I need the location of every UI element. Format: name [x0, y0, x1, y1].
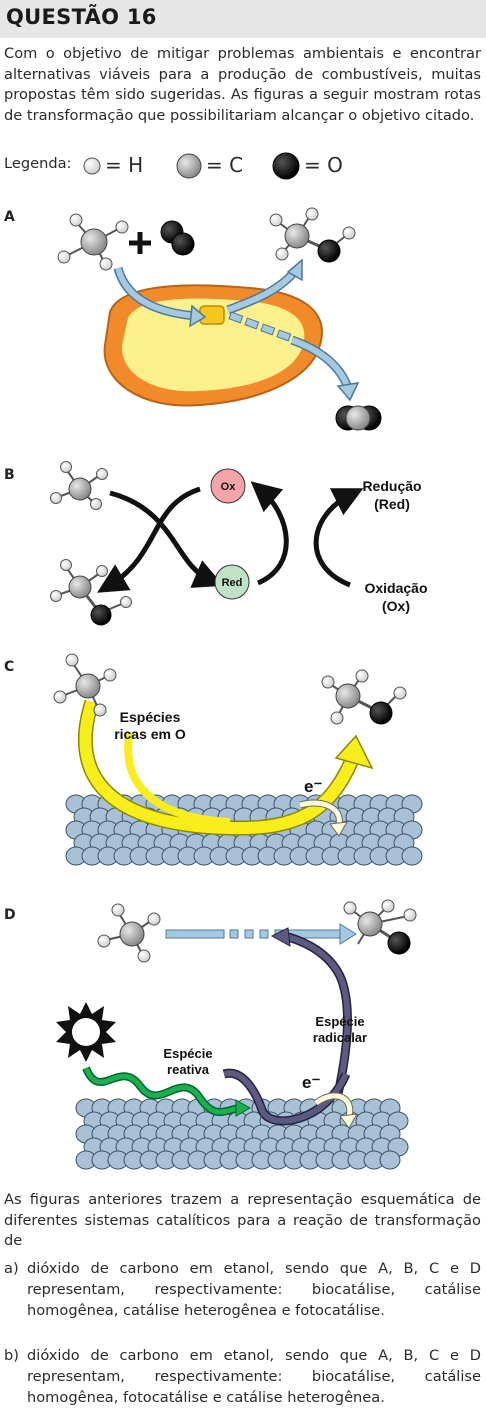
catalyst-surface [75, 1098, 409, 1170]
reactive-species-label: Espécie [163, 1046, 212, 1061]
carbon-atom-icon [176, 153, 202, 179]
co2-molecule-icon [335, 405, 382, 431]
oxidation-arrow [97, 486, 201, 593]
reactant-molecule-icon [50, 461, 108, 510]
reduction-arrow [109, 490, 224, 588]
electron-label: e⁻ [302, 1073, 320, 1092]
conversion-arrow [165, 923, 357, 945]
panel-d-label: D [4, 907, 16, 923]
option-a-marker: a) [4, 1260, 19, 1277]
hydrogen-atom-icon [83, 157, 101, 175]
panel-a-label: A [4, 209, 15, 225]
product-molecule-icon [321, 669, 407, 725]
plus-icon [129, 232, 151, 254]
surface-sphere [401, 846, 423, 866]
oxidacao-label: Oxidação [364, 580, 427, 596]
ox-label: Ox [221, 481, 237, 493]
question-stem: As figuras anteriores trazem a represent… [4, 1191, 481, 1249]
product-molecule-icon [269, 207, 356, 263]
catalyst-reduction-arrow [313, 488, 364, 588]
reactant-molecule-icon [57, 213, 129, 271]
reactant-molecule-icon [97, 903, 161, 963]
product-molecule-icon [50, 559, 132, 626]
product-molecule-icon [343, 899, 417, 955]
question-intro: Com o objetivo de mitigar problemas ambi… [4, 45, 481, 124]
panel-c-label: C [4, 659, 15, 675]
oxygen-atom-icon [272, 152, 300, 180]
legend-h: = H [105, 153, 144, 177]
ox-catalyst-icon [210, 468, 246, 504]
figure-c-heterogeneous: e⁻ Espécies ricas em O [53, 653, 423, 866]
option-b[interactable]: b) dióxido de carbono em etanol, sendo q… [4, 1345, 481, 1408]
oxidacao-abbrev: (Ox) [382, 598, 410, 614]
question-header: QUESTÃO 16 [0, 0, 486, 38]
reducao-abbrev: (Red) [374, 496, 410, 512]
reactant-molecule-icon [53, 653, 117, 717]
panel-b-label: B [4, 467, 15, 483]
radical-species-label: Espécie [315, 1014, 364, 1029]
figure-d-photocatalysis: e⁻ Espécie radicalar Espécie reativa [56, 899, 417, 1170]
radical-species-label-2: radicalar [313, 1030, 367, 1045]
oxygen-molecule-icon [160, 220, 195, 256]
figure-a-biocatalysis [57, 207, 382, 431]
legend-icons [83, 152, 300, 180]
sun-icon [56, 1002, 116, 1062]
red-catalyst-icon [214, 564, 250, 600]
species-label-2: ricas em O [114, 726, 186, 742]
cell-membrane [103, 284, 323, 407]
byproduct-arrow [228, 311, 360, 402]
option-b-text: dióxido de carbono em etanol, sendo que … [27, 1347, 481, 1406]
legend-o: = O [304, 153, 343, 177]
reducao-label: Redução [362, 478, 421, 494]
legend-label: Legenda: [4, 155, 72, 172]
catalyst-regeneration-arrow [250, 481, 289, 586]
option-b-marker: b) [4, 1347, 19, 1364]
legend-c: = C [206, 153, 244, 177]
figure-b-homogeneous: Ox Red Redução (Red) Oxidação (Ox) [50, 461, 428, 626]
red-label: Red [222, 577, 243, 589]
option-a[interactable]: a) dióxido de carbono em etanol, sendo q… [4, 1258, 481, 1321]
question-title: QUESTÃO 16 [6, 5, 157, 29]
reactive-species-label-2: reativa [167, 1062, 210, 1077]
surface-sphere [379, 1150, 401, 1170]
species-label: Espécies [120, 709, 181, 725]
electron-label: e⁻ [304, 777, 322, 796]
option-a-text: dióxido de carbono em etanol, sendo que … [27, 1260, 481, 1319]
